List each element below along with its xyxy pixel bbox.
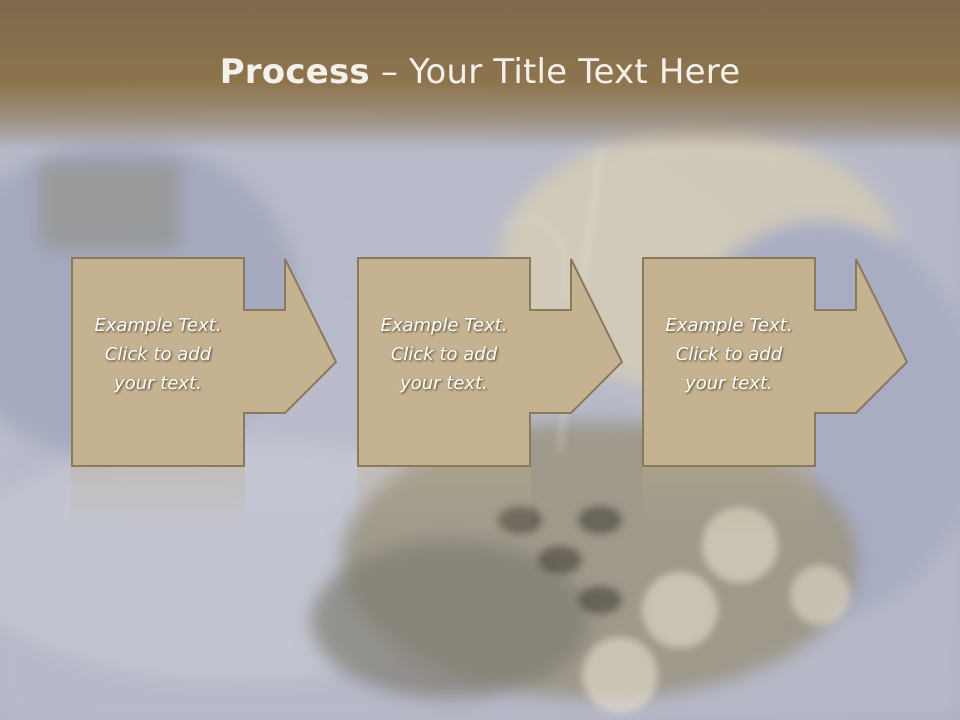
right-arrow-icon bbox=[71, 257, 338, 467]
step-text-line: Example Text. bbox=[665, 315, 793, 336]
step-text-line: Click to add bbox=[390, 344, 498, 365]
step-text-line: Click to add bbox=[104, 344, 212, 365]
step-text[interactable]: Example Text. Click to add your text. bbox=[71, 311, 245, 398]
step-text-line: Click to add bbox=[675, 344, 783, 365]
step-reflection bbox=[71, 467, 245, 537]
step-text-line: your text. bbox=[400, 373, 488, 394]
step-text-line: your text. bbox=[685, 373, 773, 394]
step-reflection bbox=[357, 467, 531, 537]
step-text[interactable]: Example Text. Click to add your text. bbox=[357, 311, 531, 398]
title-bold-part: Process bbox=[219, 52, 370, 92]
step-text[interactable]: Example Text. Click to add your text. bbox=[642, 311, 816, 398]
title-bar bbox=[0, 0, 960, 150]
step-text-line: Example Text. bbox=[380, 315, 508, 336]
step-text-line: your text. bbox=[114, 373, 202, 394]
process-step-3[interactable]: Example Text. Click to add your text. bbox=[642, 257, 960, 467]
title-rest-part: – Your Title Text Here bbox=[369, 52, 741, 92]
process-step-2[interactable]: Example Text. Click to add your text. bbox=[357, 257, 697, 467]
right-arrow-icon bbox=[642, 257, 909, 467]
right-arrow-icon bbox=[357, 257, 624, 467]
page-title[interactable]: Process – Your Title Text Here bbox=[0, 52, 960, 92]
step-text-line: Example Text. bbox=[94, 315, 222, 336]
step-reflection bbox=[642, 467, 816, 537]
process-step-1[interactable]: Example Text. Click to add your text. bbox=[71, 257, 411, 467]
